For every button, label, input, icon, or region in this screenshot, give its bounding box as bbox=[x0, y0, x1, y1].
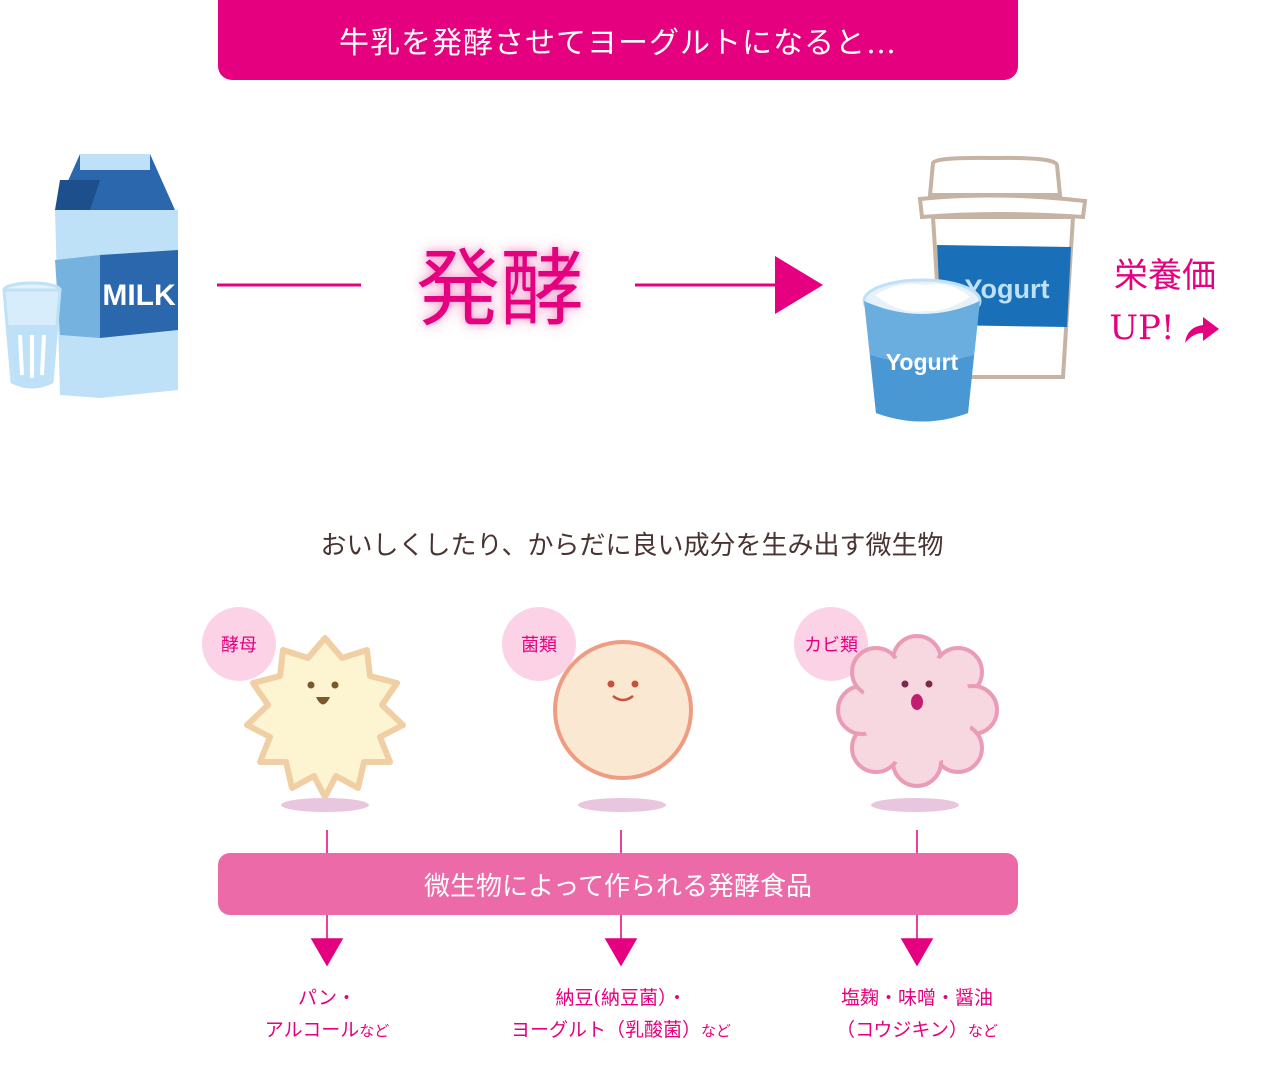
connectors-top bbox=[326, 830, 918, 854]
bacteria-eye-right bbox=[631, 680, 639, 688]
banner-title: 牛乳を発酵させてヨーグルトになると… bbox=[339, 26, 897, 61]
process-arrow bbox=[217, 256, 823, 314]
bacteria-character bbox=[553, 640, 693, 812]
bacteria-eye-left bbox=[607, 680, 615, 688]
yogurt-lid bbox=[927, 155, 1063, 197]
yeast-eye-left bbox=[307, 681, 315, 689]
top-banner: 牛乳を発酵させてヨーグルトになると… bbox=[218, 0, 1018, 80]
yeast-mouth bbox=[316, 697, 330, 705]
mold-character bbox=[836, 634, 999, 812]
down-arrow-icon bbox=[310, 938, 344, 967]
mold-eye-right bbox=[925, 680, 933, 688]
milk-carton-band bbox=[100, 250, 178, 338]
fermented-foods-label: 微生物によって作られる発酵食品 bbox=[424, 871, 812, 902]
arrow-head-icon bbox=[775, 256, 823, 314]
milk-label: MILK bbox=[102, 279, 176, 312]
yogurt-illustration: Yogurt Yogurt bbox=[862, 155, 1088, 422]
connectors-bottom bbox=[310, 915, 934, 967]
yeast-body bbox=[244, 635, 406, 800]
food-example-bacteria: 納豆(納豆菌）・ ヨーグルト（乳酸菌）など bbox=[510, 987, 732, 1041]
fermentation-label: 発酵 bbox=[415, 239, 584, 338]
mold-mouth bbox=[911, 694, 923, 710]
mold-eye-left bbox=[901, 680, 909, 688]
down-arrow-icon bbox=[900, 938, 934, 967]
nutrition-line2: UP! bbox=[1109, 308, 1175, 348]
nutrition-up: 栄養価 UP! bbox=[1100, 250, 1230, 354]
yogurt-front-label: Yogurt bbox=[886, 349, 959, 375]
bacteria-mouth bbox=[612, 694, 634, 702]
microbes-subtitle: おいしくしたり、からだに良い成分を生み出す微生物 bbox=[320, 531, 944, 561]
down-arrow-icon bbox=[604, 938, 638, 967]
microbe-bubble-bacteria: 菌類 bbox=[502, 607, 576, 681]
bacteria-shadow bbox=[578, 798, 666, 812]
microbe-bubble-yeast: 酵母 bbox=[202, 607, 276, 681]
curved-up-arrow-icon bbox=[1184, 317, 1219, 343]
fermented-foods-bar: 微生物によって作られる発酵食品 bbox=[218, 853, 1018, 915]
yeast-eye-right bbox=[331, 681, 339, 689]
bacteria-body bbox=[553, 640, 693, 780]
yeast-character bbox=[244, 635, 406, 812]
yeast-shadow bbox=[281, 798, 369, 812]
nutrition-line1: 栄養価 bbox=[1114, 256, 1216, 296]
food-example-mold: 塩麹・味噌・醤油 （コウジキン）など bbox=[836, 987, 998, 1041]
mold-shadow bbox=[871, 798, 959, 812]
food-example-yeast: パン・ アルコールなど bbox=[264, 987, 390, 1041]
milk-illustration: MILK bbox=[2, 154, 178, 398]
